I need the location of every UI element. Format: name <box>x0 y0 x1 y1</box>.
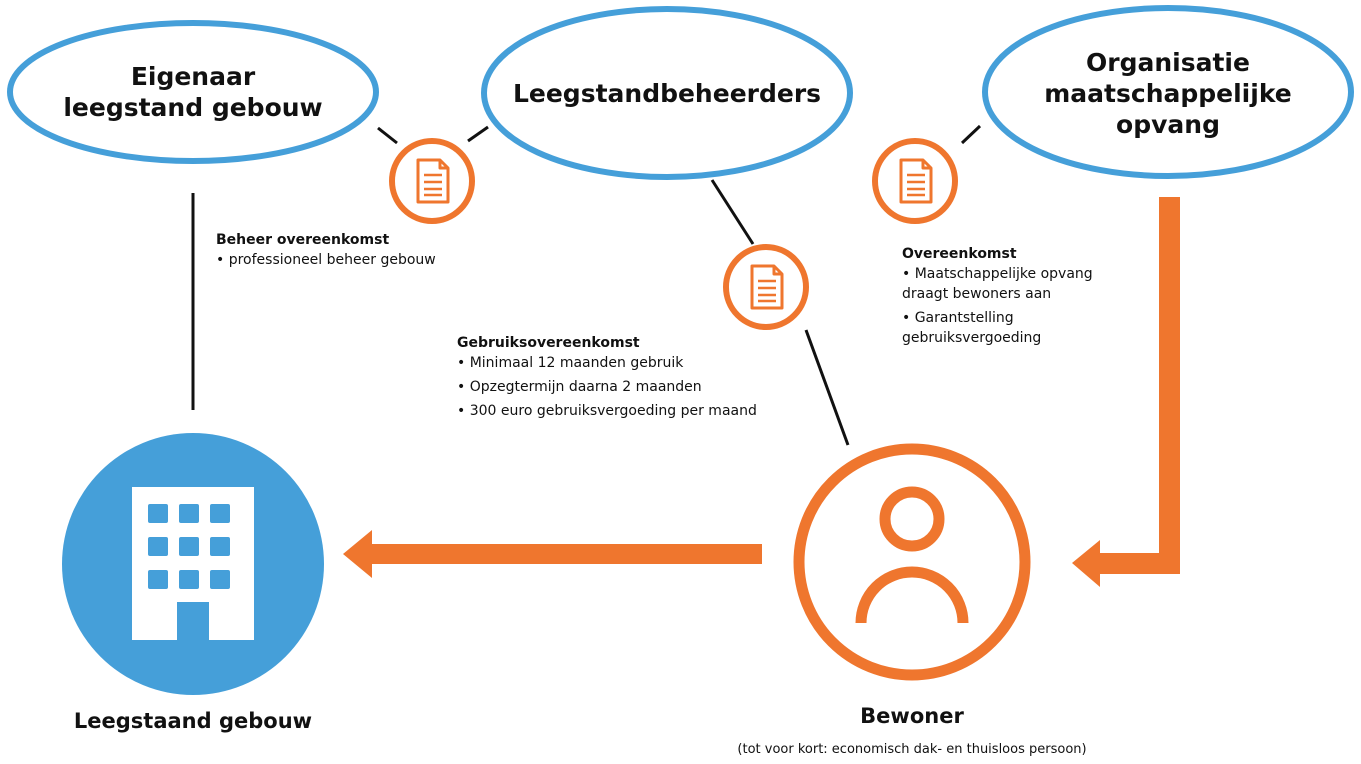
managers-contract-connector <box>467 125 489 143</box>
management-contract-item: • professioneel beheer gebouw <box>216 252 436 268</box>
agreement-item-line: • Maatschappelijke opvang <box>902 266 1093 282</box>
building-label: Leegstaand gebouw <box>73 709 313 733</box>
document-icon <box>723 244 809 330</box>
owner-contract-connector <box>377 126 398 145</box>
managers-title-text: Leegstandbeheerders <box>512 78 822 108</box>
owner-title: Eigenaar leegstand gebouw <box>20 55 366 129</box>
resident-sublabel: (tot voor kort: economisch dak- en thuis… <box>737 742 1087 757</box>
managers-title: Leegstandbeheerders <box>494 76 840 110</box>
document-icon <box>872 138 958 224</box>
management-contract-note: Beheer overeenkomst • professioneel behe… <box>216 230 436 270</box>
managers-usage-connector <box>710 179 755 245</box>
agreement-item-line: • Garantstelling <box>902 310 1014 326</box>
organisation-title-line3: opvang <box>1116 109 1220 139</box>
usage-contract-item: • 300 euro gebruiksvergoeding per maand <box>457 403 757 419</box>
organisation-title: Organisatie maatschappelijke opvang <box>995 45 1341 141</box>
organisation-ellipse <box>982 5 1354 179</box>
person-icon <box>793 443 1031 681</box>
owner-title-line2: leegstand gebouw <box>63 93 323 122</box>
usage-contract-item: • Minimaal 12 maanden gebruik <box>457 355 684 371</box>
usage-contract-title: Gebruiksovereenkomst <box>457 335 640 351</box>
usage-contract-item: • Opzegtermijn daarna 2 maanden <box>457 379 702 395</box>
organisation-to-resident-arrow <box>1072 197 1180 587</box>
resident-label: Bewoner <box>860 704 964 728</box>
document-icon <box>389 138 475 224</box>
organisation-title-line2: maatschappelijke <box>1044 78 1292 108</box>
building-icon <box>62 433 324 695</box>
organisation-title-line1: Organisatie <box>1086 47 1250 77</box>
usage-resident-connector <box>804 329 850 446</box>
agreement-note: Overeenkomst • Maatschappelijke opvang d… <box>902 244 1093 348</box>
agreement-item-line: draagt bewoners aan <box>902 286 1052 302</box>
usage-contract-note: Gebruiksovereenkomst • Minimaal 12 maand… <box>457 333 757 421</box>
agreement-org-connector <box>960 124 982 145</box>
managers-ellipse <box>481 6 853 180</box>
management-contract-title: Beheer overeenkomst <box>216 232 390 248</box>
owner-ellipse <box>7 20 379 164</box>
agreement-title: Overeenkomst <box>902 246 1017 262</box>
agreement-item-line: gebruiksvergoeding <box>902 330 1042 346</box>
resident-to-building-arrow <box>343 530 762 578</box>
owner-title-line1: Eigenaar <box>130 62 256 91</box>
